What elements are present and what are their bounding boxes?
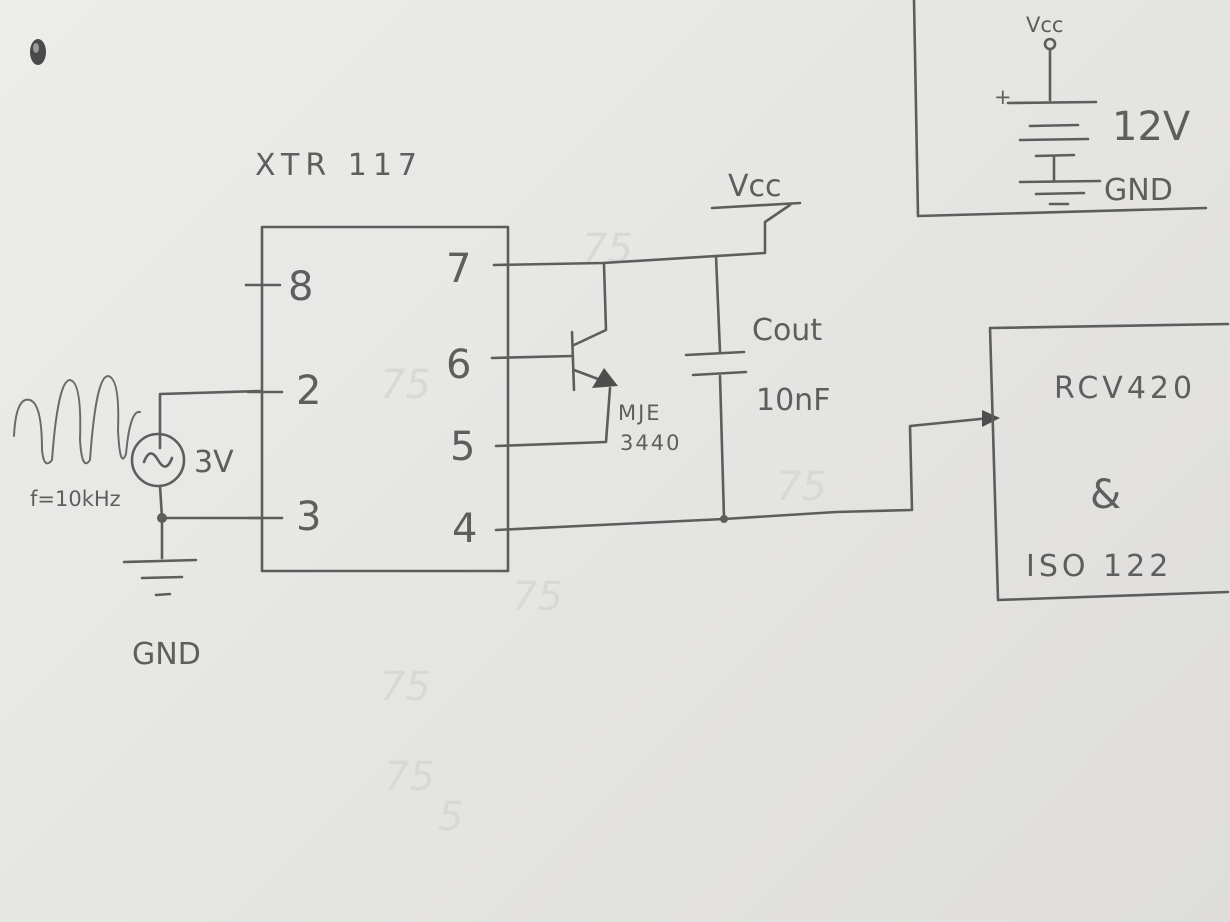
pin5-label: 5 [450,424,475,470]
emitter-arrow-icon [592,368,618,388]
cap-plate-bottom [691,370,748,377]
ac-wave-glyph [142,452,174,468]
pin8-label: 8 [288,264,313,310]
smudge-icon [30,39,46,65]
xtr117-chip-body [260,225,510,573]
battery-plus: + [994,85,1012,109]
battery-plate-1 [1006,100,1098,105]
source-amplitude: 3V [194,445,234,480]
pin6-label: 6 [446,342,471,388]
pin7-wire [492,203,792,267]
ac-source-icon [130,432,186,488]
battery-voltage: 12V [1112,104,1191,150]
battery-terminal-icon [1043,37,1057,51]
base-wire [490,354,574,360]
transistor-part-line1: MJE [618,401,662,425]
receiver-line3: ISO 122 [1026,549,1172,584]
capacitor-name: Cout [752,313,822,348]
receiver-box [988,322,1230,602]
junction-dot [720,515,728,523]
emboss-mark: 5 [438,794,463,840]
cap-top-lead [714,254,722,354]
ground-bar-3 [154,592,172,597]
vcc-bar [710,201,802,210]
cap-plate-top [684,350,746,357]
output-wire [494,416,992,532]
ground-bar-1 [122,558,198,564]
sine-wave-sketch [13,374,141,465]
chip-name: XTR 117 [255,148,423,183]
vcc-label: Vcc [728,169,782,204]
output-arrow-icon [982,410,1000,427]
transistor-part-line2: 3440 [620,431,681,455]
receiver-line1: RCV420 [1054,371,1196,406]
emboss-mark: 75 [582,226,633,272]
source-frequency: f=10kHz [30,487,121,511]
ground-bar-2 [140,575,184,580]
battery-ground-bar-1 [1018,179,1102,184]
battery-box-frame [912,0,1208,218]
pin7-label: 7 [446,246,471,292]
capacitor-value: 10nF [756,383,830,418]
source-bottom-wire [158,484,264,520]
battery-plate-4 [1034,153,1076,158]
receiver-line2: & [1090,472,1121,518]
battery-ground-bar-2 [1034,191,1086,196]
pin3-label: 3 [296,494,321,540]
battery-plate-2 [1028,123,1080,128]
emboss-mark: 75 [776,464,827,510]
cap-bottom-lead [718,374,726,520]
emboss-mark: 75 [384,754,435,800]
emboss-mark: 75 [512,574,563,620]
emboss-mark: 75 [380,362,431,408]
emboss-mark: 75 [380,664,431,710]
source-top-wire [158,389,264,450]
battery-vcc-label: Vcc [1026,13,1063,37]
ground-label: GND [132,637,201,672]
emitter-to-pin5 [494,386,612,448]
battery-gnd-label: GND [1104,173,1173,208]
transistor-base-bar [570,330,576,392]
collector-wire [572,262,608,347]
battery-plate-3 [1018,137,1090,142]
pin4-label: 4 [452,506,477,552]
pin2-label: 2 [296,368,321,414]
